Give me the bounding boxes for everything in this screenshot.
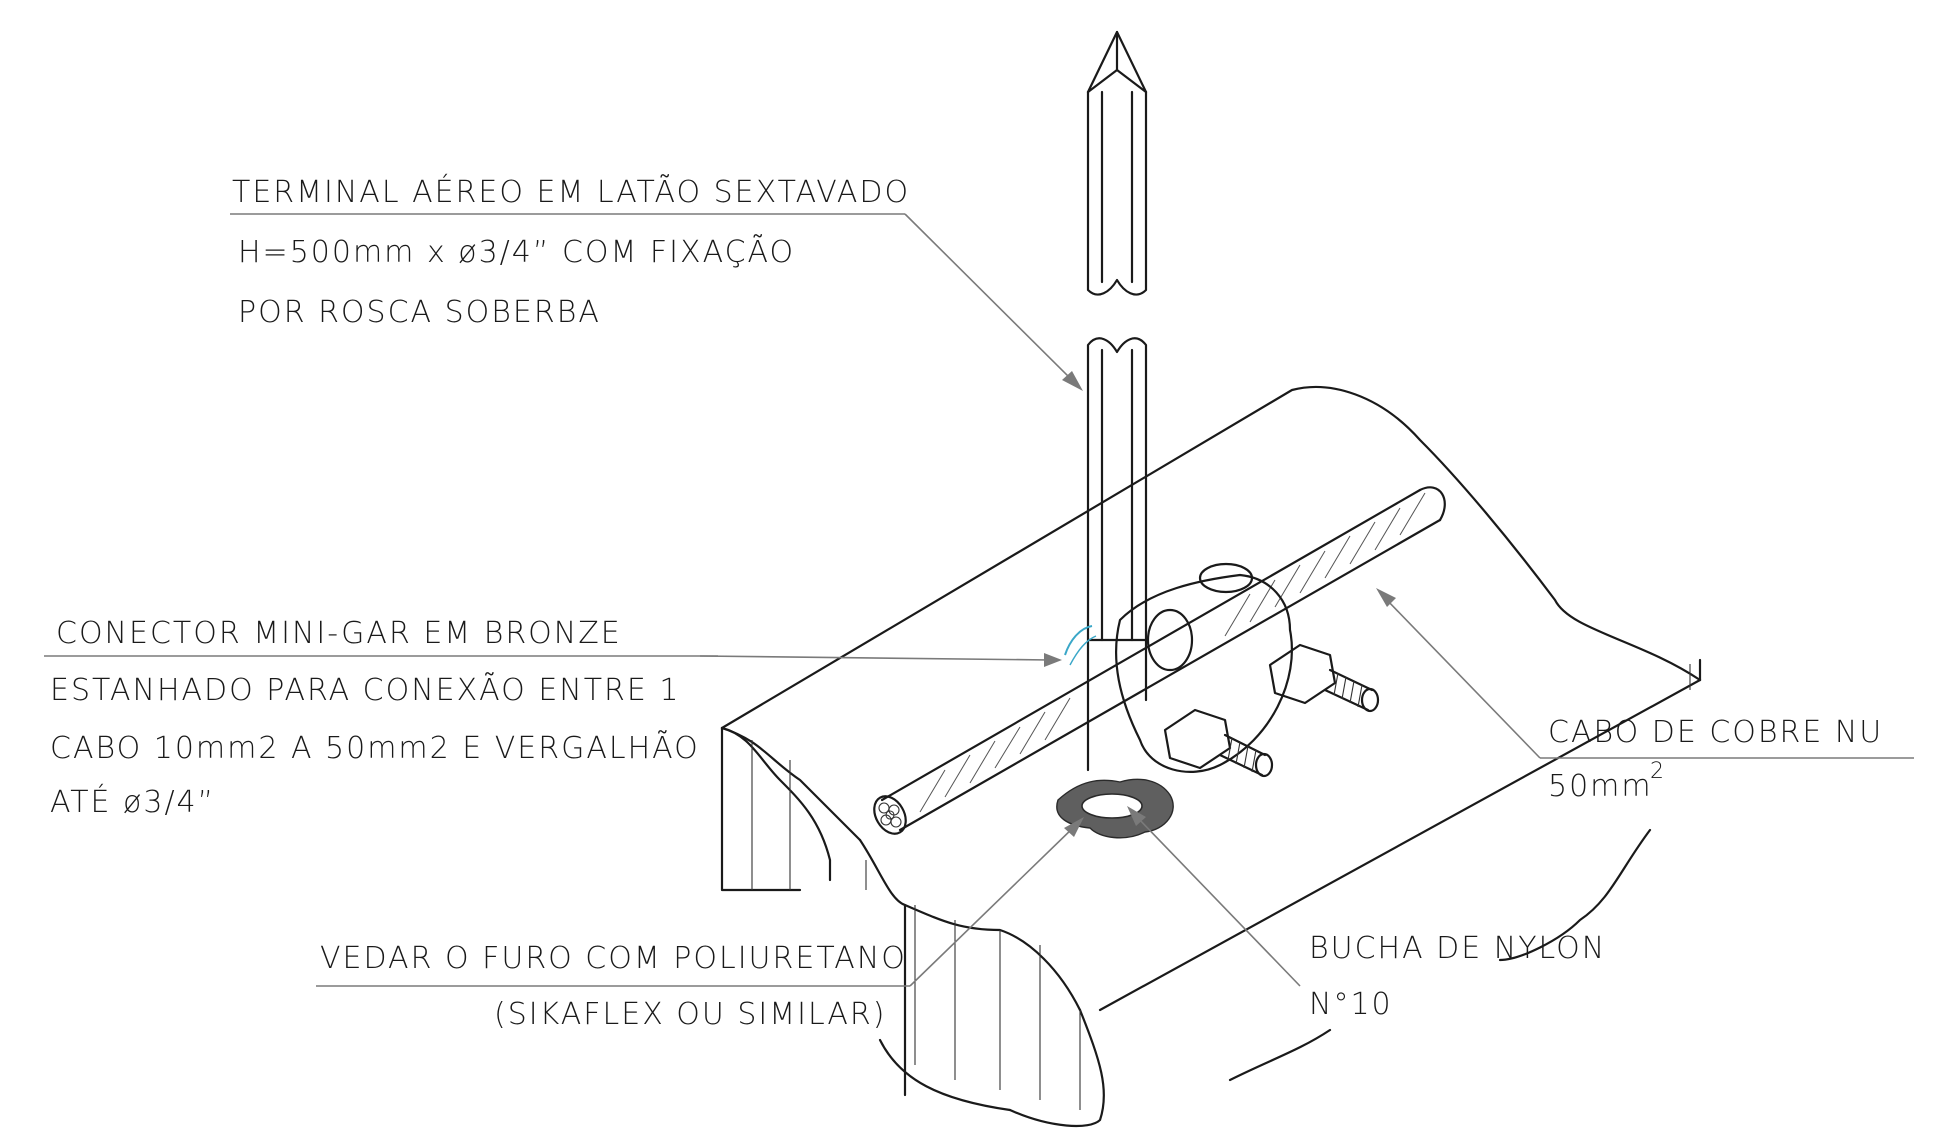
air-terminal-base — [1064, 337, 1148, 772]
label-terminal-line1: TERMINAL AÉREO EM LATÃO SEXTAVADO — [232, 173, 910, 210]
label-cable-superscript: 2 — [1650, 759, 1666, 784]
copper-cable — [873, 486, 1446, 835]
polyurethane-seal — [1056, 778, 1174, 839]
label-connector: CONECTOR MINI-GAR EM BRONZE ESTANHADO PA… — [50, 616, 700, 820]
label-terminal-line3: POR ROSCA SOBERBA — [238, 295, 601, 330]
label-seal-line2: (SIKAFLEX OU SIMILAR) — [494, 997, 886, 1032]
label-bushing-line2: N°10 — [1309, 987, 1393, 1022]
label-seal-line1: VEDAR O FURO COM POLIURETANO — [320, 941, 907, 976]
label-cable-line2: 50mm — [1548, 769, 1653, 804]
leader-terminal — [230, 213, 1083, 391]
leader-connector — [44, 653, 1062, 667]
label-cable-line1: CABO DE COBRE NU — [1548, 715, 1883, 750]
label-seal: VEDAR O FURO COM POLIURETANO (SIKAFLEX O… — [320, 941, 907, 1032]
label-bushing-line1: BUCHA DE NYLON — [1309, 931, 1606, 966]
label-bushing: BUCHA DE NYLON N°10 — [1309, 931, 1606, 1022]
label-terminal-line2: H=500mm x ø3/4” COM FIXAÇÃO — [238, 233, 795, 270]
mini-gar-connector — [1114, 562, 1380, 778]
label-terminal: TERMINAL AÉREO EM LATÃO SEXTAVADO H=500m… — [232, 173, 910, 330]
label-connector-line3: CABO 10mm2 A 50mm2 E VERGALHÃO — [50, 729, 700, 766]
leader-seal — [316, 817, 1084, 987]
leader-cable — [1376, 588, 1914, 759]
label-connector-line2: ESTANHADO PARA CONEXÃO ENTRE 1 — [50, 671, 680, 708]
label-cable: CABO DE COBRE NU 50mm 2 — [1548, 715, 1883, 804]
air-terminal-top — [1086, 30, 1148, 296]
leader-bushing — [1127, 806, 1301, 987]
parapet-block — [720, 386, 1702, 1128]
label-connector-line1: CONECTOR MINI-GAR EM BRONZE — [56, 616, 622, 651]
label-connector-line4: ATÉ ø3/4” — [50, 784, 215, 820]
